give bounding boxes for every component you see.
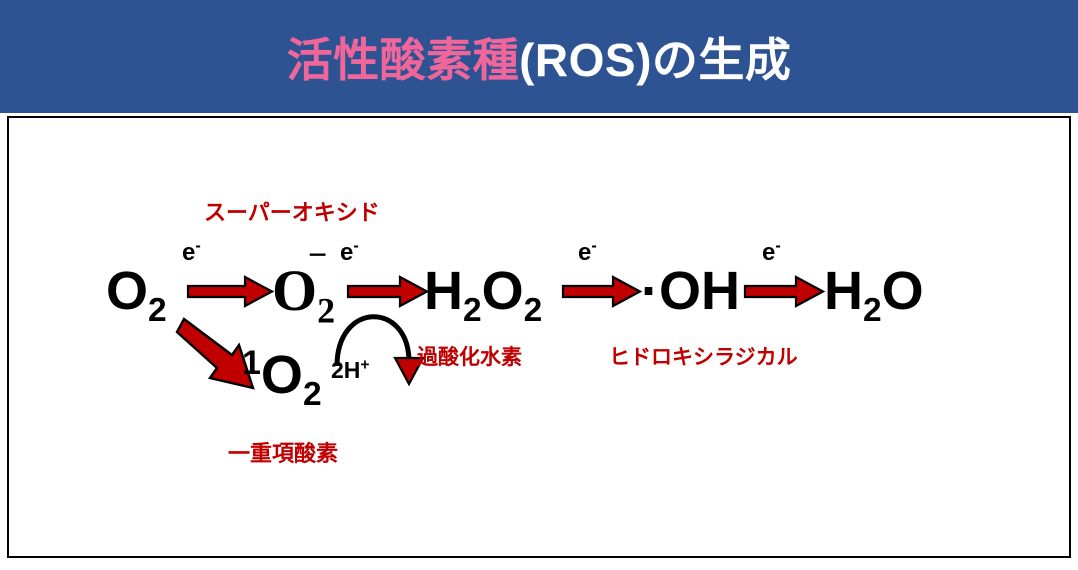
label-superoxide: スーパーオキシド — [204, 200, 380, 225]
page-title-white-part: (ROS)の生成 — [519, 33, 792, 86]
label-singlet-oxygen: 一重項酸素 — [228, 441, 339, 466]
label-hydrogen-peroxide: 過酸化水素 — [417, 346, 522, 369]
electron-label-4: e- — [762, 237, 781, 266]
species-superoxide: O2 − — [272, 237, 336, 331]
electron-label-2: e- — [340, 237, 359, 266]
species-dioxygen: O2 — [106, 261, 167, 329]
species-water: H2O — [824, 261, 924, 329]
electron-label-3: e- — [578, 237, 597, 266]
species-singlet-oxygen: 1O2 — [242, 344, 322, 413]
arrow-layer — [175, 275, 826, 390]
proton-label: 2H+ — [331, 356, 370, 383]
species-hydroxyl-radical: ·OH — [641, 261, 740, 321]
page-title: 活性酸素種(ROS)の生成 — [0, 0, 1078, 113]
title-banner: 活性酸素種(ROS)の生成 — [0, 0, 1078, 113]
ros-generation-diagram: e- e- e- e- 2H+ O2 O2 − H2O2 — [0, 116, 1078, 570]
arrow-o2-to-superoxide — [186, 275, 275, 308]
page-title-pink-part: 活性酸素種 — [286, 33, 520, 86]
species-hydrogen-peroxide: H2O2 — [424, 261, 543, 329]
label-hydroxyl-radical: ヒドロキシラジカル — [609, 346, 798, 369]
arrow-oh-to-h2o — [743, 275, 826, 308]
arrow-superoxide-to-h2o2 — [346, 275, 430, 308]
arrow-h2o2-to-oh — [561, 275, 643, 308]
electron-label-1: e- — [182, 237, 201, 266]
